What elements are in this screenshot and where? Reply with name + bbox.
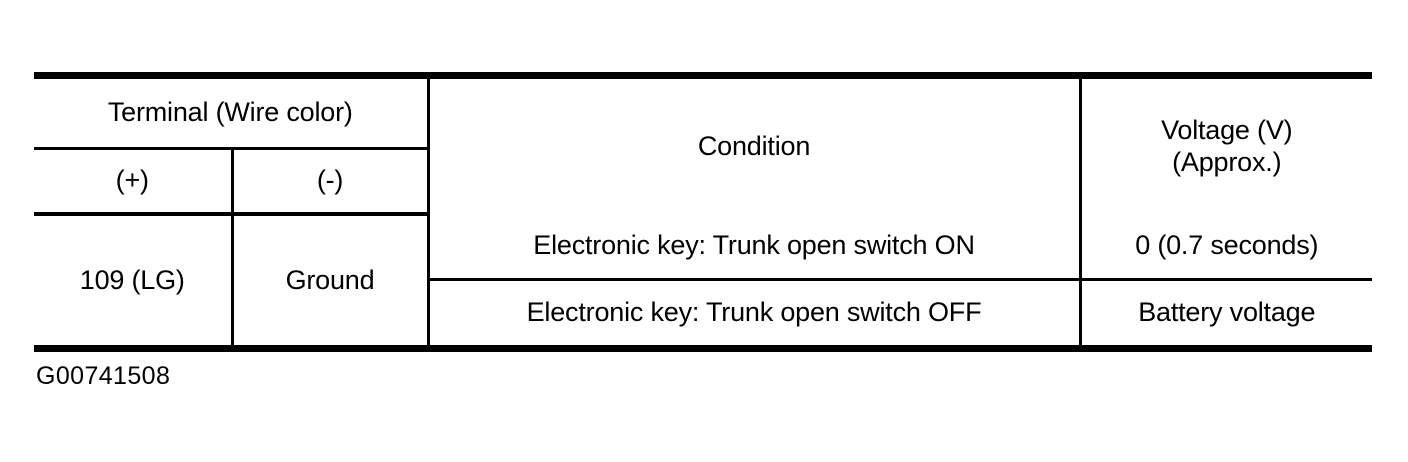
table-row: Electronic key: Trunk open switch OFF Ba… xyxy=(34,279,1372,349)
cell-condition-off: Electronic key: Trunk open switch OFF xyxy=(428,279,1082,349)
cell-terminal-positive: 109 (LG) xyxy=(34,214,234,349)
header-terminal-group: Terminal (Wire color) xyxy=(34,75,430,150)
header-voltage-line2: (Approx.) xyxy=(1172,146,1282,177)
terminal-voltage-table: Terminal (Wire color) Condition Voltage … xyxy=(34,72,1373,352)
cell-voltage-on: 0 (0.7 seconds) xyxy=(1080,214,1373,281)
table-header-row-primary: Terminal (Wire color) Condition Voltage … xyxy=(34,75,1372,214)
cell-voltage-off: Battery voltage xyxy=(1138,297,1316,328)
header-voltage: Voltage (V) (Approx.) xyxy=(1080,76,1372,215)
header-terminal-negative: (-) xyxy=(232,148,430,216)
table-row: 109 (LG) Ground Electronic key: Trunk op… xyxy=(34,214,1373,349)
cell-terminal-negative: Ground xyxy=(232,214,430,349)
header-voltage-line1: Voltage (V) xyxy=(1161,114,1293,145)
table-header-row-secondary: (+) (-) xyxy=(34,148,1372,216)
header-condition: Condition xyxy=(428,75,1082,214)
header-terminal-positive: (+) xyxy=(34,148,234,216)
figure-caption: G00741508 xyxy=(36,362,171,390)
cell-condition-on: Electronic key: Trunk open switch ON xyxy=(428,214,1082,281)
